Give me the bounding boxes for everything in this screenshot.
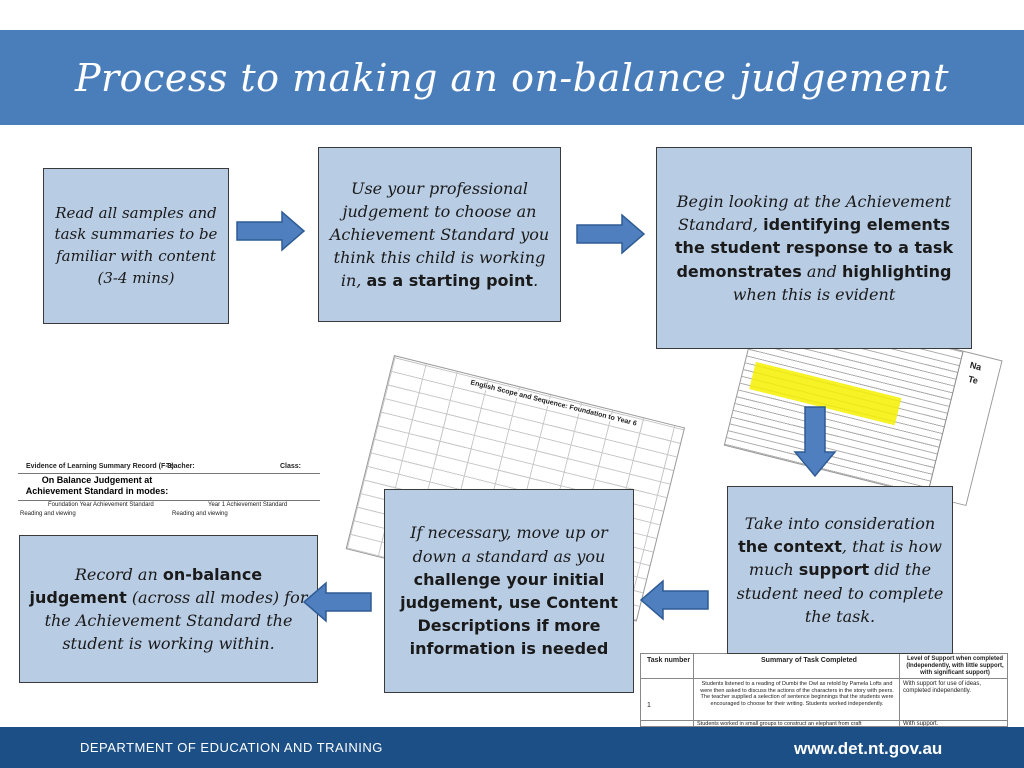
step-1-read-samples: Read all samples and task summaries to b…	[43, 168, 229, 324]
slide-title: Process to making an on-balance judgemen…	[74, 55, 950, 100]
step-6-record-judgement: Record an on-balance judgement (across a…	[19, 535, 318, 683]
evidence-record-heading: On Balance Judgement at Achievement Stan…	[25, 475, 169, 497]
evidence-teacher-label: Teacher:	[166, 463, 195, 470]
step-6-emphasis: on-balance judgement	[29, 564, 263, 607]
step-4-consider-context: Take into consideration the context, tha…	[727, 486, 953, 654]
step-3-text: Begin looking at the Achievement Standar…	[676, 192, 952, 235]
step-6-rest: (across all modes) for the Achievement S…	[44, 587, 308, 654]
evidence-class-label: Class:	[280, 463, 302, 470]
arrow-right-1-icon	[236, 210, 306, 252]
step-3-evident: when this is evident	[732, 284, 896, 304]
title-bar: Process to making an on-balance judgemen…	[0, 30, 1024, 125]
arrow-right-2-icon	[576, 213, 646, 255]
evidence-col-foundation: Foundation Year Achievement Standard	[48, 502, 154, 508]
step-4-support: support	[798, 560, 870, 580]
footer-bar: DEPARTMENT OF EDUCATION AND TRAINING www…	[0, 727, 1024, 768]
task-row1-support: With support for use of ideas, completed…	[903, 681, 982, 695]
evidence-col-year1: Year 1 Achievement Standard	[208, 502, 288, 508]
task-summary-table: Task number Summary of Task Completed Le…	[640, 653, 1008, 727]
task-row2-support: With support.	[903, 721, 939, 727]
evidence-record-title: Evidence of Learning Summary Record (F-3…	[26, 463, 174, 470]
step-4-text: Take into consideration	[744, 514, 936, 534]
evidence-record-document: Evidence of Learning Summary Record (F-3…	[18, 460, 320, 522]
step-3-emphasis: identifying elements the student respons…	[674, 215, 954, 281]
step-2-choose-standard: Use your professional judgement to choos…	[318, 147, 561, 322]
task-row1-summary: Students listened to a reading of Dumbi …	[700, 681, 894, 707]
footer-department: DEPARTMENT OF EDUCATION AND TRAINING	[80, 740, 383, 755]
evidence-row-reading-1: Reading and viewing	[20, 511, 76, 517]
step-5-emphasis: challenge your initial judgement, use Co…	[400, 569, 618, 659]
task-row1-number: 1	[647, 702, 651, 709]
footer-url-link[interactable]: www.det.nt.gov.au	[794, 739, 943, 758]
step-6-text: Record an	[74, 564, 158, 584]
step-2-text: Use your professional judgement to choos…	[329, 178, 550, 291]
step-3-identify-elements: Begin looking at the Achievement Standar…	[656, 147, 972, 349]
step-4-how-much: , that is how much	[748, 537, 942, 580]
task-col-number: Task number	[647, 657, 691, 664]
arrow-left-2-icon	[302, 581, 372, 623]
step-1-text: Read all samples and task summaries to b…	[54, 203, 218, 287]
task-row2-summary: Students worked in small groups to const…	[697, 721, 862, 727]
step-3-highlighting: highlighting	[842, 261, 952, 281]
task-col-summary: Summary of Task Completed	[761, 657, 857, 664]
step-3-and: and	[806, 261, 837, 281]
task-col-support: Level of Support when completed (Indepen…	[906, 656, 1004, 677]
step-2-emphasis: as a starting point	[366, 271, 534, 291]
step-4-context: the context	[738, 537, 842, 557]
step-4-complete: did the student need to complete the tas…	[736, 560, 944, 626]
evidence-row-reading-2: Reading and viewing	[172, 511, 228, 517]
step-5-challenge-judgement: If necessary, move up or down a standard…	[384, 489, 634, 693]
arrow-left-1-icon	[639, 579, 709, 621]
step-5-text: If necessary, move up or down a standard…	[410, 523, 608, 566]
arrow-down-icon	[793, 406, 837, 478]
step-2-period: .	[533, 271, 539, 291]
